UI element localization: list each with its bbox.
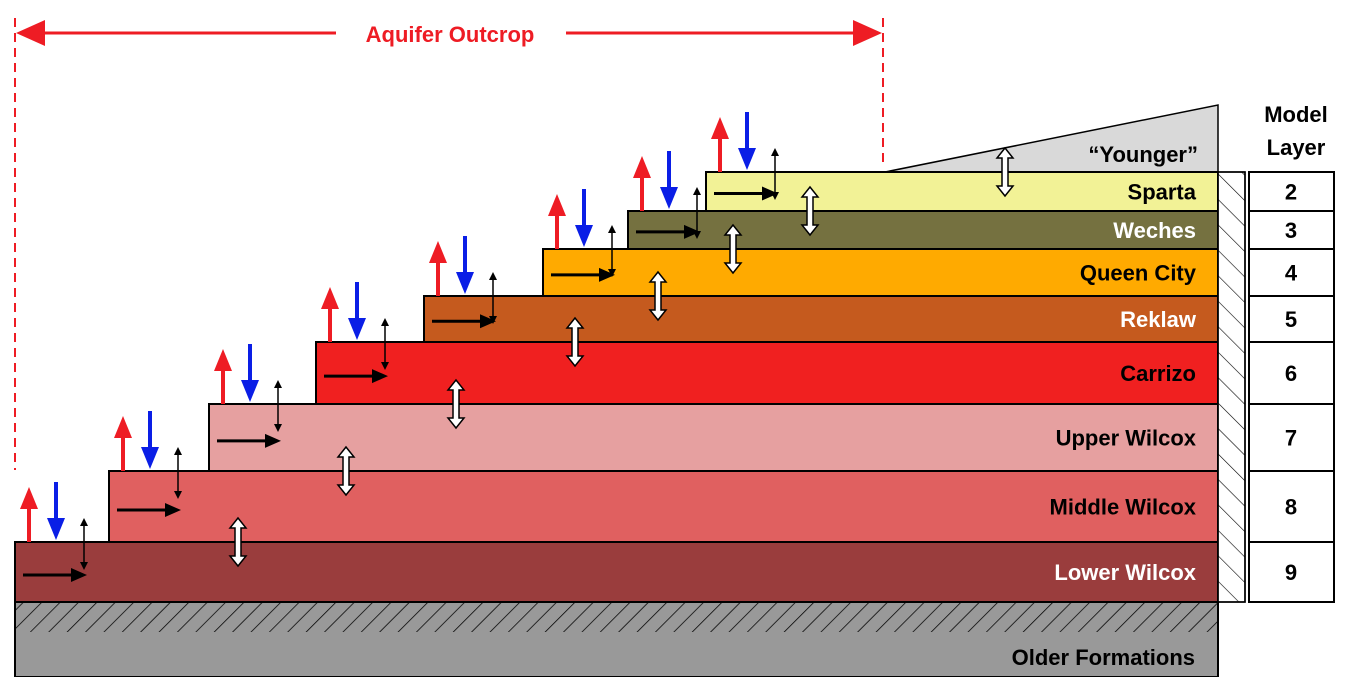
vertical-exchange-arrow-icon bbox=[446, 378, 466, 430]
model-layer-number: 9 bbox=[1285, 560, 1297, 585]
leakage-small-arrow-icon bbox=[174, 447, 182, 499]
vertical-exchange-arrow-icon bbox=[336, 445, 356, 497]
model-layer-cell: 5 bbox=[1248, 295, 1335, 343]
flow-arrows bbox=[20, 112, 1015, 582]
layer-name-label: Weches bbox=[1113, 218, 1196, 243]
vertical-exchange-arrow-icon bbox=[995, 146, 1015, 198]
layer-name-label: Sparta bbox=[1128, 180, 1197, 205]
lateral-flow-arrow-icon bbox=[117, 503, 181, 518]
layer-name-label: Queen City bbox=[1080, 261, 1197, 286]
model-layer-header-line1: Model bbox=[1264, 102, 1328, 127]
outcrop-arrow-left-icon bbox=[16, 20, 45, 46]
model-layer-number: 3 bbox=[1285, 218, 1297, 243]
lateral-flow-arrow-icon bbox=[432, 314, 496, 329]
leakage-small-arrow-icon bbox=[608, 225, 616, 277]
discharge-arrow-icon bbox=[348, 282, 366, 340]
layer-upper-wilcox: Upper Wilcox bbox=[208, 403, 1219, 472]
vertical-exchange-arrow-icon bbox=[648, 270, 668, 322]
lateral-flow-arrow-icon bbox=[551, 267, 615, 282]
layer-band bbox=[423, 295, 1219, 343]
layer-lower-wilcox: Lower Wilcox bbox=[14, 541, 1219, 603]
younger-label: “Younger” bbox=[1088, 142, 1198, 167]
model-layer-number: 8 bbox=[1285, 495, 1297, 520]
discharge-arrow-icon bbox=[47, 482, 65, 540]
model-layer-number: 2 bbox=[1285, 180, 1297, 205]
lateral-flow-arrow-icon bbox=[217, 433, 281, 448]
model-layer-number: 7 bbox=[1285, 426, 1297, 451]
older-formations-label: Older Formations bbox=[1012, 645, 1195, 670]
layer-band bbox=[315, 341, 1219, 405]
layer-middle-wilcox: Middle Wilcox bbox=[108, 470, 1219, 543]
layer-name-label: Lower Wilcox bbox=[1054, 560, 1196, 585]
leakage-small-arrow-icon bbox=[381, 318, 389, 370]
vertical-exchange-arrow-icon bbox=[723, 223, 743, 275]
aquifer-outcrop-label: Aquifer Outcrop bbox=[366, 22, 535, 47]
model-layer-cell: 7 bbox=[1248, 403, 1335, 472]
recharge-arrow-icon bbox=[20, 487, 38, 542]
discharge-arrow-icon bbox=[660, 151, 678, 209]
model-layer-header-line2: Layer bbox=[1267, 135, 1326, 160]
layer-carrizo: Carrizo bbox=[315, 341, 1219, 405]
vertical-exchange-arrow-icon bbox=[228, 516, 248, 568]
older-formations: Older Formations bbox=[14, 601, 1219, 677]
model-layer-cell: 6 bbox=[1248, 341, 1335, 405]
lateral-flow-arrow-icon bbox=[23, 568, 87, 582]
vertical-exchange-arrow-icon bbox=[565, 316, 585, 368]
discharge-arrow-icon bbox=[738, 112, 756, 170]
model-layer-cell: 3 bbox=[1248, 210, 1335, 250]
discharge-arrow-icon bbox=[241, 344, 259, 402]
layer-stack: Lower Wilcox Middle Wilcox Upper Wilcox Car… bbox=[14, 171, 1219, 603]
layer-weches: Weches bbox=[627, 210, 1219, 250]
model-layer-cell: 4 bbox=[1248, 248, 1335, 297]
layer-reklaw: Reklaw bbox=[423, 295, 1219, 343]
aquifer-outcrop-dimension: Aquifer Outcrop bbox=[14, 18, 884, 470]
lateral-flow-arrow-icon bbox=[324, 369, 388, 384]
boundary-strip bbox=[1217, 171, 1246, 603]
recharge-arrow-icon bbox=[548, 194, 566, 249]
lateral-flow-arrow-icon bbox=[714, 186, 778, 201]
model-layer-cell: 8 bbox=[1248, 470, 1335, 543]
layer-sparta: Sparta bbox=[705, 171, 1219, 212]
layer-name-label: Middle Wilcox bbox=[1050, 495, 1197, 520]
model-layer-number: 6 bbox=[1285, 361, 1297, 386]
model-layer-number: 4 bbox=[1285, 261, 1298, 286]
discharge-arrow-icon bbox=[141, 411, 159, 469]
outcrop-arrow-right-icon bbox=[853, 20, 882, 46]
discharge-arrow-icon bbox=[456, 236, 474, 294]
lateral-flow-arrow-icon bbox=[636, 224, 700, 239]
recharge-arrow-icon bbox=[321, 287, 339, 342]
recharge-arrow-icon bbox=[114, 416, 132, 471]
layer-name-label: Reklaw bbox=[1120, 307, 1197, 332]
layer-name-label: Upper Wilcox bbox=[1056, 426, 1197, 451]
leakage-small-arrow-icon bbox=[274, 380, 282, 432]
layer-band bbox=[208, 403, 1219, 472]
discharge-arrow-icon bbox=[575, 189, 593, 247]
layer-band bbox=[705, 171, 1219, 212]
younger-wedge: “Younger” bbox=[884, 104, 1219, 173]
model-layer-table: Model Layer 9 8 7 6 5 4 3 2 bbox=[1248, 102, 1335, 603]
model-layer-cell: 2 bbox=[1248, 171, 1335, 212]
model-layer-cell: 9 bbox=[1248, 541, 1335, 603]
layer-name-label: Carrizo bbox=[1120, 361, 1196, 386]
recharge-arrow-icon bbox=[429, 241, 447, 296]
layer-queen-city: Queen City bbox=[542, 248, 1219, 297]
model-layer-number: 5 bbox=[1285, 307, 1297, 332]
recharge-arrow-icon bbox=[711, 117, 729, 172]
vertical-exchange-arrow-icon bbox=[800, 185, 820, 237]
layer-band bbox=[14, 541, 1219, 603]
recharge-arrow-icon bbox=[633, 156, 651, 211]
recharge-arrow-icon bbox=[214, 349, 232, 404]
leakage-small-arrow-icon bbox=[80, 518, 88, 570]
